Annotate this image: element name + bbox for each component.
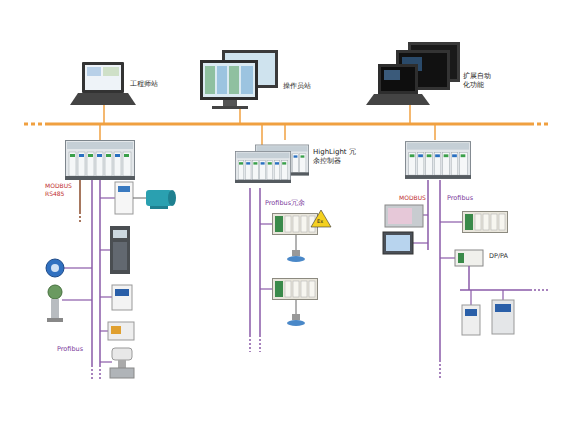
node-text: HighLight 冗余控制器 [313, 148, 357, 166]
bus-label: RS485 [44, 191, 65, 198]
bus-label: MODBUS [398, 195, 427, 202]
node-text: 操作员站 [283, 82, 323, 91]
bus-label: MODBUS [44, 183, 73, 190]
bus-label: DP/PA [488, 253, 509, 260]
node-text: 扩展自动化功能 [463, 72, 493, 90]
bus-label: Profibus冗余 [264, 200, 306, 207]
station-label: HighLight 冗余控制器 [313, 148, 357, 166]
bus-label: Profibus [56, 346, 84, 353]
station-label: 操作员站 [283, 82, 323, 91]
bus-label: Ex [316, 219, 324, 225]
bus-label: Profibus [446, 195, 474, 202]
station-label: 工程师站 [130, 80, 170, 89]
station-label: 扩展自动化功能 [463, 72, 493, 90]
node-text: 工程师站 [130, 80, 170, 89]
